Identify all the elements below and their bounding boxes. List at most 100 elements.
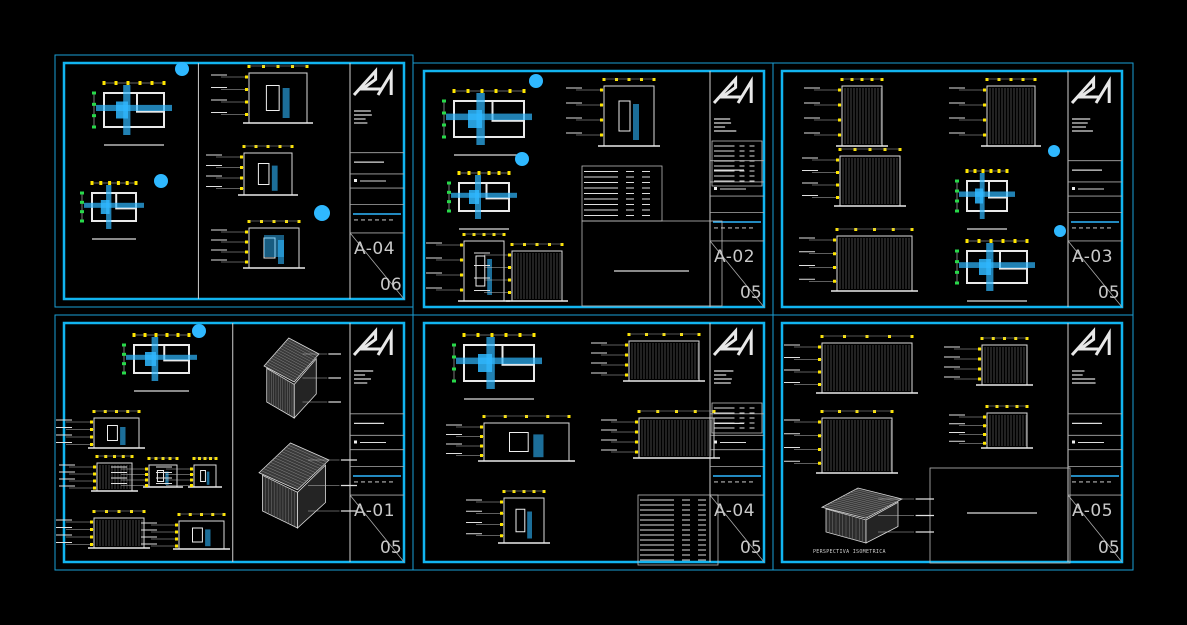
dimension-mark	[80, 210, 84, 214]
level-marker	[508, 278, 511, 282]
level-marker	[625, 343, 628, 347]
dimension-mark	[192, 457, 196, 460]
level-marker	[838, 118, 841, 122]
level-marker	[175, 523, 178, 527]
dimension-mark	[80, 200, 84, 204]
dimension-mark	[480, 89, 484, 93]
roof-line	[276, 455, 316, 473]
roof-line	[272, 355, 304, 373]
dimension-mark	[122, 343, 126, 347]
dimension-mark	[457, 171, 461, 175]
sheet-top-left	[62, 61, 406, 301]
dimension-mark	[503, 415, 507, 418]
triangle-logo-icon	[712, 75, 753, 105]
dimension-mark	[247, 65, 251, 68]
elevation-door	[206, 471, 210, 485]
elevation-window	[200, 470, 206, 482]
dimension-mark	[490, 333, 494, 337]
dimension-mark	[850, 78, 854, 81]
iso-wall	[865, 501, 899, 544]
dimension-mark	[840, 78, 844, 81]
elevation-outline	[603, 85, 655, 147]
outer-border	[54, 314, 1134, 571]
level-marker	[245, 250, 248, 254]
dimension-mark	[92, 125, 96, 129]
dimension-mark	[161, 457, 165, 460]
roof-line	[274, 457, 314, 476]
elevation-window	[257, 163, 270, 185]
level-marker	[93, 486, 96, 490]
dimension-mark	[222, 513, 226, 516]
dimension-mark	[92, 114, 96, 118]
dimension-mark	[522, 89, 526, 93]
dimension-mark	[198, 457, 201, 460]
dimension-mark	[247, 220, 251, 223]
roof-line	[839, 497, 885, 509]
dimension-mark	[482, 233, 486, 236]
dimension-mark	[115, 410, 118, 413]
section-marker-icon	[515, 152, 529, 166]
dimension-mark	[442, 135, 446, 139]
dimension-mark	[200, 513, 203, 516]
dimension-mark	[103, 410, 107, 413]
roof-line	[824, 505, 869, 518]
title-block-diagonal	[1067, 240, 1123, 308]
schedule-table	[637, 494, 719, 566]
dimension-mark	[508, 89, 512, 93]
dimension-mark	[522, 490, 526, 493]
dimension-mark	[891, 228, 895, 231]
dimension-mark	[693, 410, 697, 413]
plan-room	[136, 92, 165, 113]
level-marker	[240, 187, 243, 190]
dimension-mark	[1025, 239, 1029, 243]
level-marker	[145, 467, 148, 471]
level-marker	[983, 133, 986, 137]
dimension-mark	[985, 405, 989, 408]
dimension-mark	[542, 490, 546, 493]
section-cut-band	[123, 85, 131, 135]
dimension-mark	[176, 333, 180, 337]
level-marker	[833, 266, 836, 269]
dimension-mark	[154, 333, 158, 337]
dimension-mark	[494, 89, 498, 93]
section-cut-band	[959, 262, 1035, 268]
sheet-code: A-03	[1072, 246, 1114, 267]
dimension-mark	[512, 490, 516, 493]
section-marker-icon	[154, 174, 168, 188]
elevation-outline	[93, 517, 145, 549]
section-marker-icon	[1048, 145, 1060, 157]
dimension-mark	[305, 65, 309, 68]
sheet-code: A-04	[714, 501, 756, 522]
title-bullet	[354, 179, 357, 182]
dimension-mark	[95, 455, 99, 458]
level-marker	[983, 433, 986, 436]
dimension-mark	[995, 405, 999, 408]
dimension-mark	[1005, 405, 1009, 408]
level-marker	[145, 478, 148, 482]
roof-line	[829, 502, 874, 515]
level-marker	[836, 183, 839, 187]
dimension-mark	[113, 455, 116, 458]
plan-room	[988, 180, 1008, 199]
dimension-mark	[92, 510, 96, 513]
elevation-outline	[483, 422, 570, 462]
dimension-mark	[981, 169, 985, 173]
level-marker	[500, 500, 503, 504]
dimension-mark	[1003, 337, 1006, 340]
section-marker-icon	[192, 324, 206, 338]
roof-line	[855, 489, 900, 501]
level-marker	[600, 103, 603, 107]
section-cut-band	[446, 113, 532, 121]
roof-line	[850, 491, 895, 504]
level-marker	[460, 288, 463, 292]
dimension-mark	[291, 65, 294, 68]
sheet-frame	[422, 321, 766, 564]
dimension-mark	[989, 239, 993, 243]
level-marker	[625, 353, 628, 357]
dimension-mark	[442, 99, 446, 103]
dimension-mark	[873, 228, 876, 231]
dimension-mark	[116, 181, 120, 185]
level-marker	[145, 473, 148, 476]
title-block-diagonal	[1067, 494, 1123, 563]
level-marker	[635, 450, 638, 454]
